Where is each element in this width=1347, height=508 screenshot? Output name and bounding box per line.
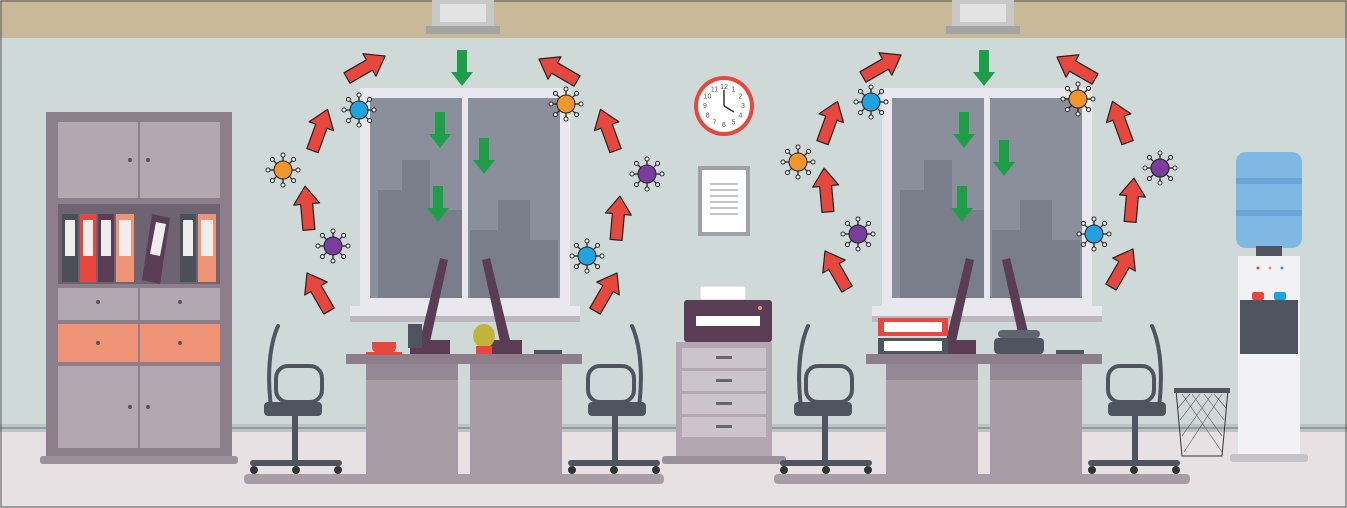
- virus-blue: [854, 85, 888, 119]
- clock-number: 2: [739, 93, 743, 100]
- virus-blue: [570, 239, 604, 273]
- window-left: [350, 88, 580, 322]
- clock-number: 9: [703, 103, 707, 110]
- virus-orange: [549, 87, 583, 121]
- clock-number: 11: [711, 86, 718, 93]
- virus-orange: [1061, 82, 1095, 116]
- clock-number: 10: [704, 93, 712, 100]
- virus-purple: [841, 217, 875, 251]
- clock-number: 6: [722, 122, 726, 129]
- virus-purple: [630, 157, 664, 191]
- bookshelf: [40, 112, 238, 464]
- clock-number: 7: [713, 119, 717, 126]
- virus-orange: [781, 145, 815, 179]
- clock-number: 8: [706, 112, 710, 119]
- virus-blue: [342, 93, 376, 127]
- framed-document: [698, 166, 750, 236]
- clock-number: 5: [732, 119, 736, 126]
- window-right: [872, 88, 1102, 322]
- virus-blue: [1077, 217, 1111, 251]
- virus-orange: [266, 153, 300, 187]
- ceiling-vent-right: [946, 0, 1020, 34]
- clock-number: 1: [732, 86, 736, 93]
- ceiling: [0, 0, 1347, 38]
- ceiling-vent-left: [426, 0, 500, 34]
- clock-number: 4: [739, 112, 743, 119]
- clock-number: 3: [741, 103, 745, 110]
- drawer-cabinet: [662, 342, 786, 464]
- clock-number: 12: [720, 84, 728, 91]
- virus-purple: [316, 229, 350, 263]
- virus-purple: [1143, 151, 1177, 185]
- water-cooler: [1230, 152, 1308, 462]
